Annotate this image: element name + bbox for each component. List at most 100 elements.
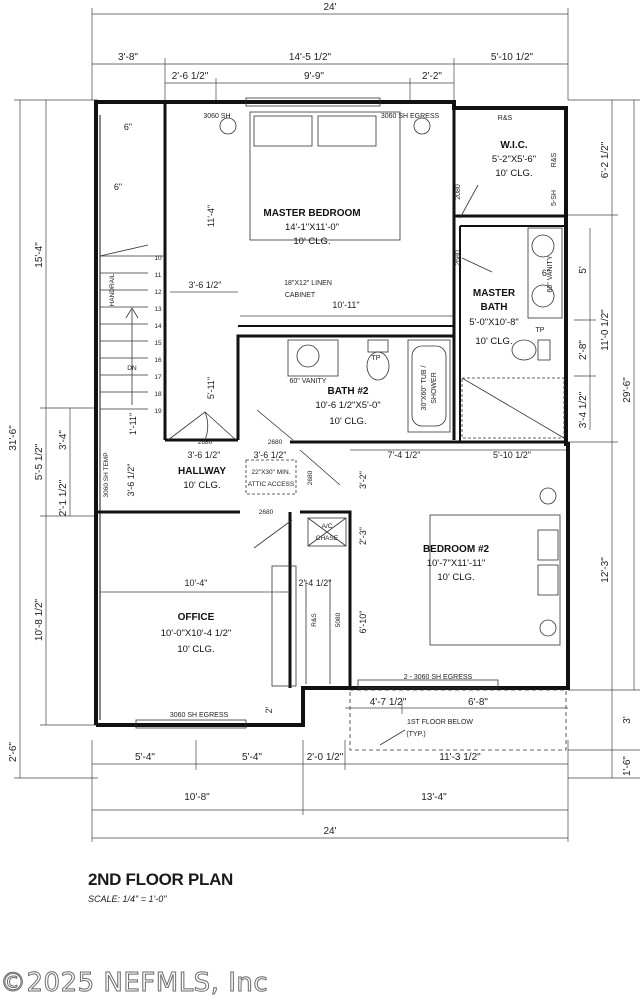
stair-down-label: DN: [127, 365, 137, 372]
dim-top-c: 5'-10 1/2": [491, 52, 534, 63]
dim-bottom-overall: 24': [323, 826, 336, 837]
ac-chase-label-2: CHASE: [316, 535, 339, 542]
dim-right-a: 6'-2 1/2": [600, 141, 611, 178]
wic-door-label: 2080: [455, 184, 462, 200]
dim-int-10-4: 10'-4": [185, 578, 208, 588]
dim-int-11-4: 11'-4": [206, 205, 216, 227]
master-bath-name: MASTER: [473, 288, 516, 299]
dim-top-e: 9'-9": [304, 71, 324, 82]
master-bath-ceiling: 10' CLG.: [475, 336, 512, 347]
first-floor-label-1: 1ST FLOOR BELOW: [407, 719, 473, 726]
dim-left-mid: 5'-5 1/2": [34, 443, 45, 480]
master-bedroom-ceiling: 10' CLG.: [293, 236, 330, 247]
dim-bottom-h: 6'-8": [468, 697, 488, 708]
plan-title: 2ND FLOOR PLAN: [88, 870, 234, 889]
bottom-dimensions: 5'-4" 5'-4" 2'-0 1/2" 11'-3 1/2" 10'-8" …: [91, 697, 569, 842]
dim-right-d: 3': [622, 716, 633, 724]
plan-scale: SCALE: 1/4" = 1'-0": [88, 894, 167, 904]
right-dimensions: 6'-2 1/2" 11'-0 1/2" 29'-6" 12'-3" 3' 1'…: [568, 99, 640, 779]
dim-left-bottom: 2'-6": [8, 742, 19, 762]
tub-label-2: SHOWER: [431, 372, 438, 404]
dim-right-c: 12'-3": [600, 557, 611, 583]
dim-right-b: 11'-0 1/2": [600, 309, 611, 351]
dim-top-overall: 24': [323, 2, 336, 13]
first-floor-label-2: (TYP.): [406, 731, 425, 738]
dim-bottom-c: 2'-0 1/2": [307, 752, 344, 763]
title-block: 2ND FLOOR PLAN SCALE: 1/4" = 1'-0": [88, 870, 233, 904]
master-bath-door-label: 2680: [455, 250, 462, 266]
dim-int-2: 2': [264, 706, 274, 713]
office-egress-label: 3060 SH EGRESS: [170, 712, 229, 719]
closet-rs-label: R&S: [311, 613, 318, 627]
hallway-ceiling: 10' CLG.: [183, 480, 220, 491]
dim-int-7-4: 7'-4 1/2": [388, 450, 421, 460]
dim-int-3-6c: 3'-6 1/2": [254, 450, 287, 460]
linen-label-1: 18"X12" LINEN: [284, 280, 332, 287]
dim-right-f: 5': [578, 266, 589, 274]
master-bath-name-2: BATH: [480, 302, 507, 313]
wic-ceiling: 10' CLG.: [495, 168, 532, 179]
stair-18: 18: [154, 391, 162, 398]
bath2-tp-label: TP: [372, 355, 381, 362]
dim-right-h: 3'-4 1/2": [578, 391, 589, 428]
wic-rs-label: R&S: [498, 115, 513, 122]
stair-15: 15: [154, 340, 162, 347]
dim-left-a: 3'-4": [58, 430, 69, 450]
dim-int-5-10: 5'-10 1/2": [493, 450, 531, 460]
office-name: OFFICE: [178, 612, 215, 623]
stair-numbers: 10 11 12 13 14 15 16 17 18 19 HANDRAIL D…: [109, 255, 162, 415]
master-vanity-label: 60" VANITY: [547, 255, 554, 292]
dim-left-upper: 15'-4": [34, 242, 45, 268]
dim-bottom-a: 5'-4": [135, 752, 155, 763]
dim-top-b: 14'-5 1/2": [289, 52, 332, 63]
ac-chase-label-1: A/C: [322, 523, 333, 530]
dim-int-3-6d: 3'-6 1/2": [126, 464, 136, 497]
handrail-label: HANDRAIL: [109, 273, 116, 306]
dim-right-e: 1'-6": [622, 756, 633, 776]
dim-top-f: 2'-2": [422, 71, 442, 82]
stair-13: 13: [154, 306, 162, 313]
dim-int-2-4: 2'-4 1/2": [299, 578, 332, 588]
dim-bottom-g: 4'-7 1/2": [370, 697, 407, 708]
dim-int-3-2: 3'-2": [358, 471, 368, 489]
dim-bottom-d: 11'-3 1/2": [439, 752, 481, 763]
dim-left-overall: 31'-6": [8, 425, 19, 451]
dim-left-b: 2'-1 1/2": [58, 479, 69, 516]
interior-dimensions: 6" 6" 6" 11'-4" 10'-11" 3'-6 1/2" 5'-11"…: [100, 122, 566, 713]
top-dimensions: 24' 3'-8" 14'-5 1/2" 5'-10 1/2" 2'-6 1/2…: [91, 2, 569, 100]
hallway-name: HALLWAY: [178, 466, 226, 477]
bedroom2-ceiling: 10' CLG.: [437, 572, 474, 583]
dim-top-a: 3'-8": [118, 52, 138, 63]
fixtures: [99, 97, 567, 751]
hall-door-label-1: 2680: [198, 439, 213, 446]
stair-11: 11: [155, 272, 162, 279]
sh-temp-label: 3060 SH TEMP: [103, 452, 110, 497]
tub-label-1: 30"X60" TUB /: [421, 365, 428, 410]
bath2-ceiling: 10' CLG.: [329, 416, 366, 427]
master-bedroom-size: 14'-1"X11'-0": [285, 222, 339, 233]
dim-bottom-f: 13'-4": [421, 792, 447, 803]
bedroom2-size: 10'-7"X11'-11": [427, 558, 486, 569]
copyright-watermark: ©2025 NEFMLS, Inc: [0, 968, 269, 999]
bedroom2-name: BEDROOM #2: [423, 544, 490, 555]
dim-right-g: 2'-8": [578, 340, 589, 360]
dim-int-6-10: 6'-10": [358, 611, 368, 634]
stair-14: 14: [154, 323, 162, 330]
bedroom2-egress-label: 2 - 3060 SH EGRESS: [404, 674, 473, 681]
bath2-size: 10'-6 1/2"X5'-0": [315, 400, 380, 411]
stair-16: 16: [154, 357, 162, 364]
closet-door-label: 5080: [335, 612, 342, 627]
dim-bottom-e: 10'-8": [184, 792, 210, 803]
bath2-vanity-label: 60" VANITY: [290, 378, 327, 385]
dim-int-3-6b: 3'-6 1/2": [188, 450, 221, 460]
wic-size: 5'-2"X5'-6": [492, 154, 536, 165]
bed2-door-label: 2680: [307, 470, 314, 485]
dim-top-d: 2'-6 1/2": [172, 71, 209, 82]
wic-shelf-label: 5-SH: [551, 190, 558, 206]
dim-int-5-11: 5'-11": [206, 377, 216, 399]
left-dimensions: 31'-6" 15'-4" 5'-5 1/2" 10'-8 1/2" 2'-6"…: [8, 99, 98, 779]
hall-door-label-2: 2680: [268, 439, 283, 446]
window-label-1: 3060 SH: [203, 113, 230, 120]
office-size: 10'-0"X10'-4 1/2": [161, 628, 232, 639]
